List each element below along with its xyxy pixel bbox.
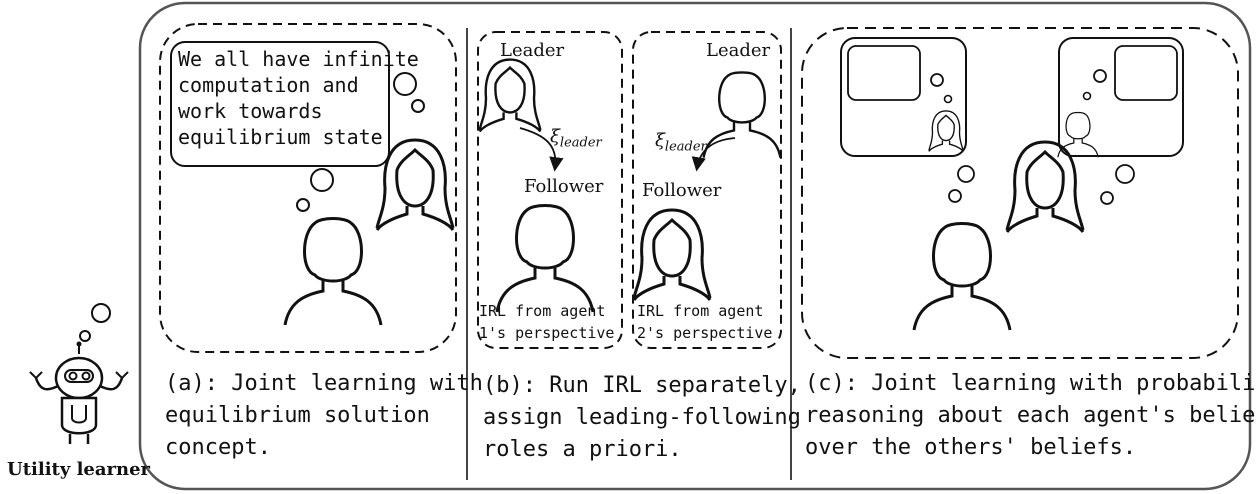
panel-b-left-arrow (519, 127, 564, 172)
panel-b-left-leader-label: Leader (500, 40, 565, 61)
panel-b-right-dashed-box (632, 31, 782, 349)
panel-a-thought-bubble (170, 41, 390, 167)
panel-a-dashed-box (159, 23, 457, 353)
panel-c-dashed-box (801, 27, 1239, 359)
panel-b-left-irl-text: IRL from agent 1's perspective (479, 302, 615, 342)
panel-b-right-xi-label: ξleader (655, 130, 707, 155)
panel-b-right-irl-text: IRL from agent 2's perspective (637, 302, 773, 342)
panel-b-left-leader-female (478, 58, 542, 133)
panel-b-right-arrow (691, 137, 736, 172)
panel-c-male-person (912, 222, 1012, 332)
panel-a-male-person (283, 217, 383, 327)
panel-b-left-dashed-box (477, 31, 623, 349)
panel-c-caption: (c): Joint learning with probabilistic r… (805, 371, 1256, 460)
panel-c-left-belief-box (840, 37, 967, 157)
utility-learner-label: Utility learner (7, 459, 151, 480)
robot-icon (29, 303, 129, 444)
panel-b-right-leader-male (702, 71, 782, 159)
panel-b-right-follower-label: Follower (642, 180, 722, 201)
panel-a-thought-text: We all have infinite computation and wor… (178, 47, 419, 149)
panel-a-caption: (a): Joint learning with equilibrium sol… (165, 371, 483, 460)
panel-b-caption: (b): Run IRL separately, assign leading-… (483, 373, 801, 462)
panel-b-left-xi-label: ξleader (550, 126, 602, 151)
panel-b-left-follower-male (495, 204, 595, 314)
outer-frame (138, 1, 1252, 491)
panel-b-left-follower-label: Follower (524, 176, 604, 197)
panel-b-right-leader-label: Leader (706, 40, 771, 61)
panel-b-right-follower-female (632, 208, 712, 302)
